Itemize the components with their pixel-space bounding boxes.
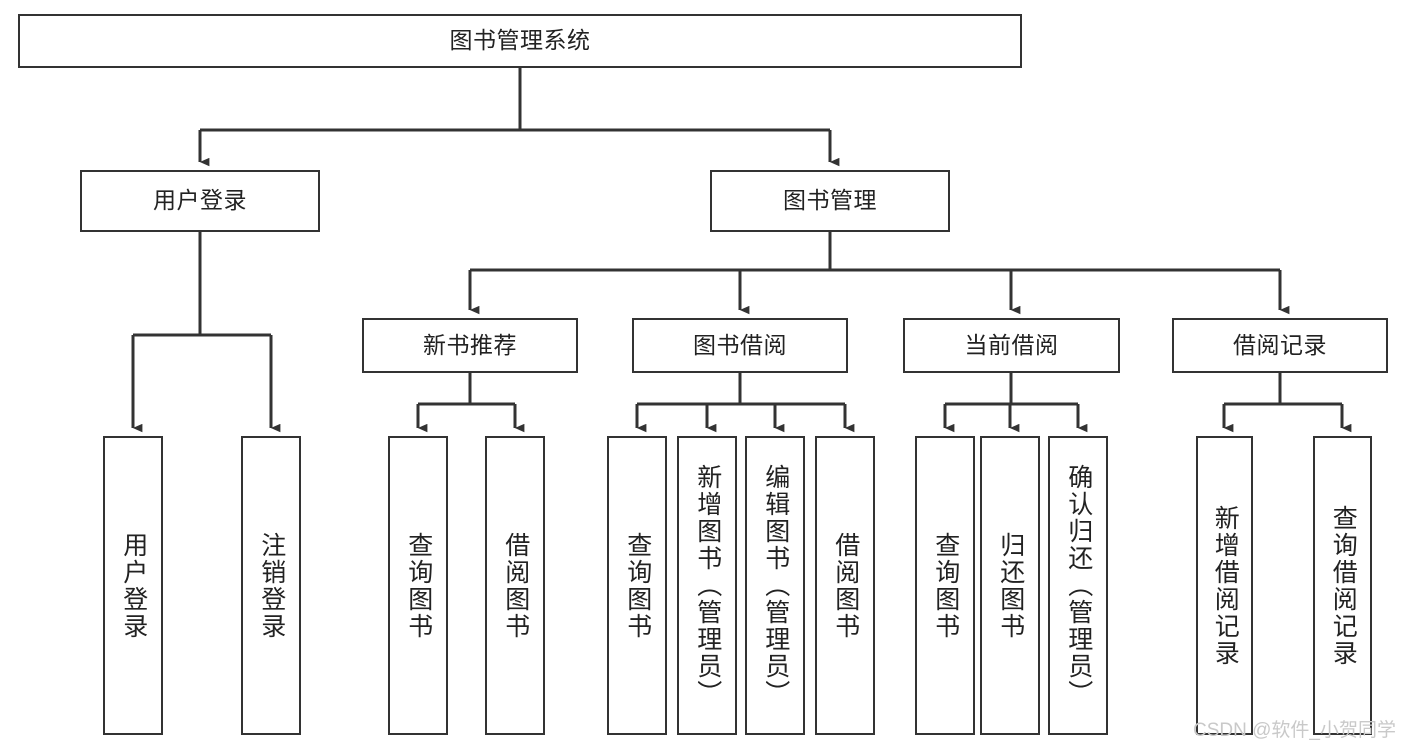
node-book-management[interactable]: 图书管理 (710, 170, 950, 232)
node-leaf-borrow-book-1-label: 借阅图书 (501, 531, 530, 640)
node-leaf-query-book-2-label: 查询图书 (623, 531, 652, 640)
node-leaf-confirm-return-label: 确认归还（管理员） (1064, 464, 1093, 707)
node-leaf-query-record[interactable]: 查询借阅记录 (1313, 436, 1372, 735)
node-leaf-return-book-label: 归还图书 (996, 531, 1025, 640)
node-leaf-add-book-label: 新增图书（管理员） (693, 464, 722, 707)
node-leaf-query-book-1[interactable]: 查询图书 (388, 436, 448, 735)
node-leaf-add-record-label: 新增借阅记录 (1211, 504, 1240, 667)
node-leaf-logout[interactable]: 注销登录 (241, 436, 301, 735)
node-leaf-query-book-1-label: 查询图书 (404, 531, 433, 640)
node-leaf-query-book-3[interactable]: 查询图书 (915, 436, 975, 735)
node-user-login[interactable]: 用户登录 (80, 170, 320, 232)
node-root-label: 图书管理系统 (449, 27, 591, 54)
node-borrowing-record[interactable]: 借阅记录 (1172, 318, 1388, 373)
node-leaf-edit-book-label: 编辑图书（管理员） (761, 464, 790, 707)
node-leaf-add-book[interactable]: 新增图书（管理员） (677, 436, 737, 735)
node-leaf-borrow-book-1[interactable]: 借阅图书 (485, 436, 545, 735)
node-root[interactable]: 图书管理系统 (18, 14, 1022, 68)
node-new-book-recommendation[interactable]: 新书推荐 (362, 318, 578, 373)
node-leaf-logout-label: 注销登录 (257, 531, 286, 640)
node-leaf-query-book-3-label: 查询图书 (931, 531, 960, 640)
node-leaf-confirm-return[interactable]: 确认归还（管理员） (1048, 436, 1108, 735)
node-user-login-label: 用户登录 (153, 187, 247, 214)
node-leaf-user-login[interactable]: 用户登录 (103, 436, 163, 735)
node-leaf-query-book-2[interactable]: 查询图书 (607, 436, 667, 735)
node-leaf-query-record-label: 查询借阅记录 (1329, 504, 1358, 667)
node-leaf-add-record[interactable]: 新增借阅记录 (1196, 436, 1253, 735)
node-book-borrowing[interactable]: 图书借阅 (632, 318, 848, 373)
node-leaf-return-book[interactable]: 归还图书 (980, 436, 1040, 735)
node-book-borrowing-label: 图书借阅 (693, 331, 787, 358)
node-borrowing-record-label: 借阅记录 (1233, 331, 1327, 358)
node-current-borrowing[interactable]: 当前借阅 (903, 318, 1120, 373)
node-new-book-recommendation-label: 新书推荐 (423, 331, 517, 358)
node-leaf-edit-book[interactable]: 编辑图书（管理员） (745, 436, 805, 735)
node-leaf-user-login-label: 用户登录 (119, 531, 148, 640)
node-book-management-label: 图书管理 (783, 187, 877, 214)
node-leaf-borrow-book-2-label: 借阅图书 (831, 531, 860, 640)
node-current-borrowing-label: 当前借阅 (964, 331, 1059, 358)
node-leaf-borrow-book-2[interactable]: 借阅图书 (815, 436, 875, 735)
